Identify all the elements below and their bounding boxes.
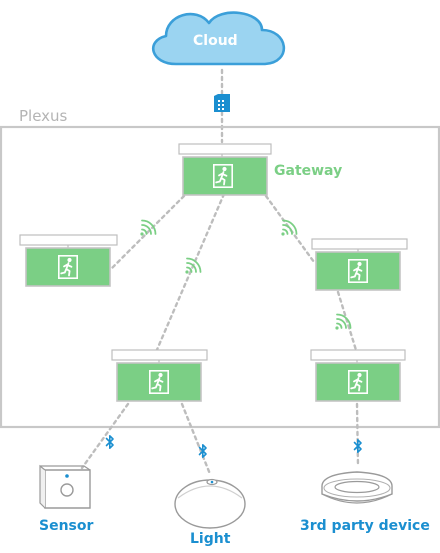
third-party-device-icon	[321, 471, 393, 504]
exit-sign-bottom-middle	[111, 349, 208, 402]
bluetooth-icon	[105, 434, 114, 450]
exit-sign-left	[19, 234, 118, 287]
sensor-label: Sensor	[39, 518, 94, 534]
sensor-device-icon	[39, 464, 91, 509]
wireless-signal-icon	[280, 219, 298, 237]
bluetooth-icon	[353, 438, 362, 454]
third-party-device-label: 3rd party device	[300, 518, 430, 534]
exit-sign-right	[311, 238, 408, 291]
light-label: Light	[190, 531, 231, 547]
cloud-label: Cloud	[193, 33, 238, 49]
sim-card-icon	[214, 94, 230, 112]
plexus-label: Plexus	[19, 107, 68, 125]
gateway-exit-sign	[178, 143, 272, 196]
exit-sign-bottom-right	[310, 349, 406, 402]
bluetooth-links	[80, 402, 360, 476]
cloud-shape	[152, 11, 286, 66]
ceiling-light-icon	[174, 478, 246, 529]
gateway-label: Gateway	[274, 163, 343, 179]
plexus-boundary	[0, 125, 440, 429]
wireless-signal-icon	[184, 257, 202, 275]
